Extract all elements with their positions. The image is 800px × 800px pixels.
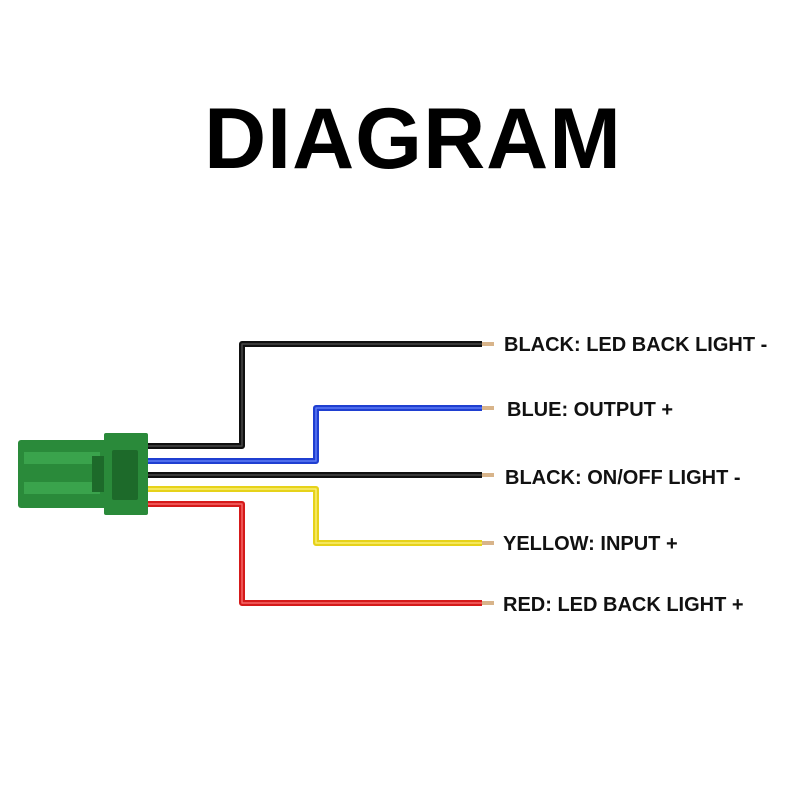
wire-yellow-input-plus-pin [482,541,494,545]
connector-plug [18,433,148,515]
wire-label-yellow-input-plus: YELLOW: INPUT + [503,533,678,555]
wire-yellow-input-plus [148,486,482,546]
labels-group: BLACK: LED BACK LIGHT - BLUE: OUTPUT + B… [503,334,767,616]
wire-red-led-back-light-plus-pin [482,601,494,605]
connector-head-inset [112,450,138,500]
wires-group [148,341,494,606]
wire-blue-output-plus-pin [482,406,494,410]
wire-label-black-on-off-light-minus: BLACK: ON/OFF LIGHT - [505,467,741,489]
wire-black-led-back-light-minus-highlight [148,343,482,447]
wire-label-blue-output-plus: BLUE: OUTPUT + [507,399,673,421]
page-title: DIAGRAM [204,91,622,187]
wire-black-on-off-light-minus-pin [482,473,494,477]
wire-yellow-input-plus-highlight [148,488,482,544]
wire-blue-output-plus [148,405,482,464]
connector-ridge-top [24,452,100,464]
wire-blue-output-plus-highlight [148,407,482,462]
connector-ridge-bottom [24,482,100,494]
wire-red-led-back-light-plus-highlight [148,503,482,604]
wire-label-red-led-back-light-plus: RED: LED BACK LIGHT + [503,594,744,616]
wire-black-led-back-light-minus-pin [482,342,494,346]
wire-label-black-led-back-light-minus: BLACK: LED BACK LIGHT - [504,334,767,356]
